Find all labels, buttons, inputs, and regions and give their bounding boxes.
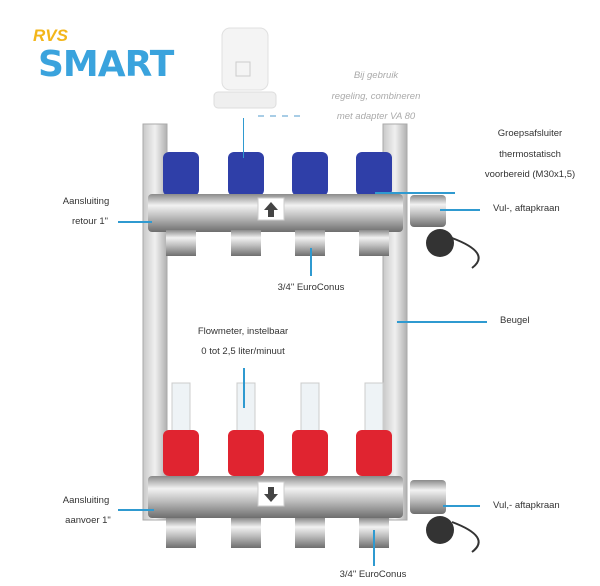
group-valve-label-3: voorbereid (M30x1,5): [484, 169, 576, 180]
return-connection-label-2: retour 1": [71, 216, 109, 227]
return-manifold: [148, 152, 480, 269]
euroconus-bottom-label: 3/4" EuroConus: [339, 569, 407, 580]
flowmeter-label-1: Flowmeter, instelbaar: [197, 326, 289, 337]
supply-manifold: [148, 382, 480, 553]
callout-line-euroconus-bottom: [373, 530, 375, 566]
arrow-down-icon: [264, 487, 278, 502]
actuator-icon: [213, 27, 277, 109]
callout-line-euroconus-top: [310, 248, 312, 276]
group-valve-label-1: Groepsafsluiter: [497, 128, 563, 139]
callout-line-actuator: [243, 118, 244, 158]
arrow-up-icon: [264, 202, 278, 217]
supply-connection-label-1: Aansluiting: [62, 495, 110, 506]
drain-bottom-label: Vul,- aftapkraan: [493, 500, 560, 511]
bracket-label: Beugel: [500, 315, 530, 326]
euroconus-top-label: 3/4" EuroConus: [277, 282, 345, 293]
logo-rvs: RVS: [33, 26, 68, 45]
actuator-note-line2: regeling, combineren: [331, 91, 421, 102]
flowmeter-label-2: 0 tot 2,5 liter/minuut: [201, 346, 285, 357]
actuator-note-line1: Bij gebruik: [353, 70, 399, 81]
logo-smart: SMART: [38, 44, 174, 85]
callout-line-drain-top: [440, 209, 480, 211]
callout-line-drain-bottom: [443, 505, 480, 507]
callout-line-supply: [118, 509, 154, 511]
callout-line-flowmeter: [243, 368, 245, 408]
drain-top-label: Vul-, aftapkraan: [493, 203, 560, 214]
actuator-note-line3: met adapter VA 80: [336, 111, 416, 122]
callout-line-group-valve: [375, 192, 455, 194]
return-connection-label-1: Aansluiting: [62, 196, 110, 207]
callout-line-return: [118, 221, 152, 223]
group-valve-label-2: thermostatisch: [499, 149, 561, 160]
callout-line-bracket: [397, 321, 487, 323]
supply-connection-label-2: aanvoer 1": [65, 515, 111, 526]
